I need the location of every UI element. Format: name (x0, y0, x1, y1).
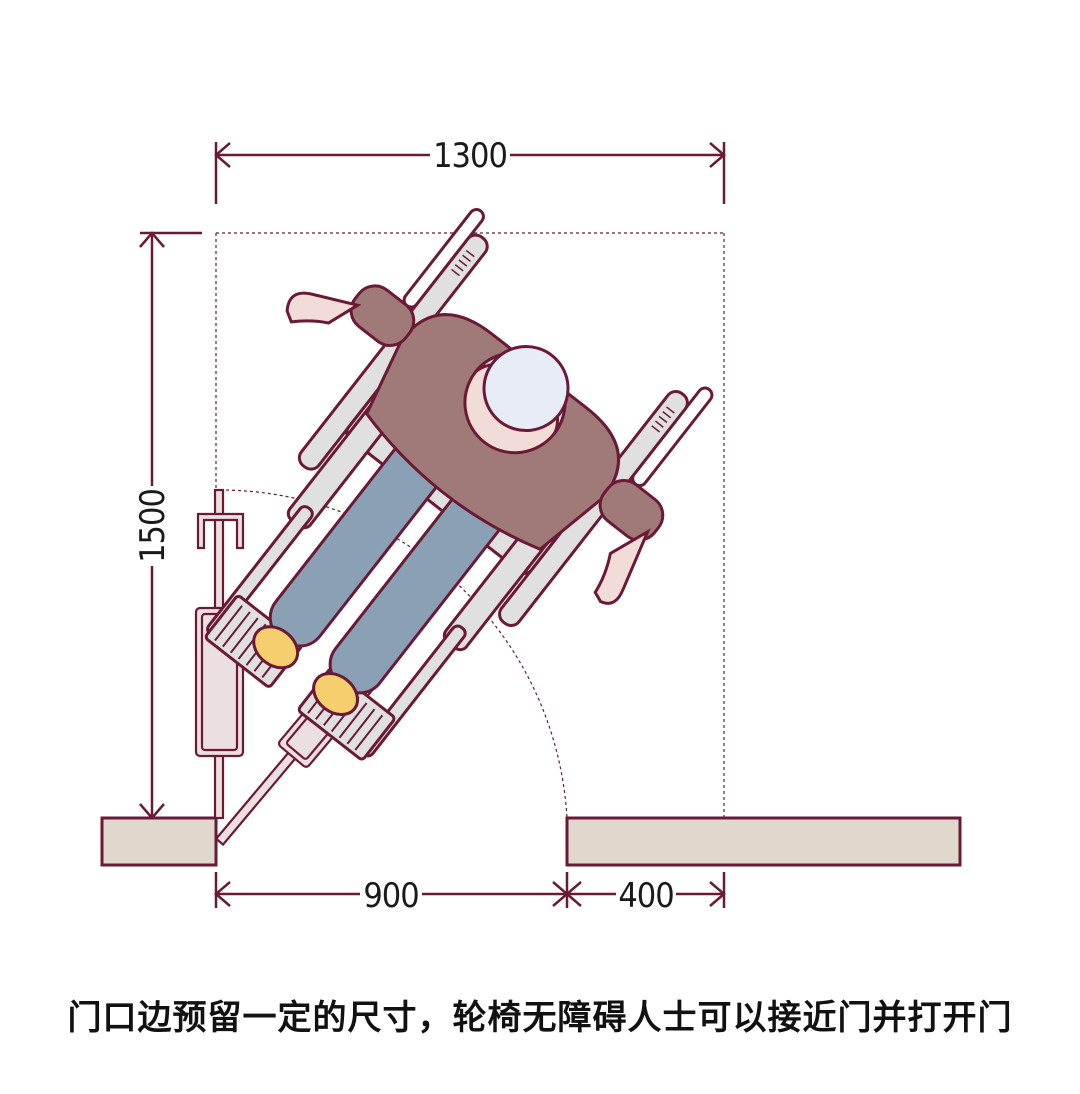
dimension-side-clearance-label: 400 (618, 876, 673, 916)
dimension-left-label: 1500 (133, 489, 173, 563)
dimension-door-opening-label: 900 (363, 876, 418, 916)
caption: 门口边预留一定的尺寸，轮椅无障碍人士可以接近门并打开门 (67, 998, 1013, 1038)
dimension-top-label: 1300 (433, 136, 507, 176)
wall-left (100, 816, 218, 867)
wall-right (565, 816, 962, 867)
wheelchair-user (204, 208, 714, 761)
dimension-top (214, 142, 726, 204)
dimension-left (139, 231, 202, 820)
person (252, 284, 665, 717)
dimension-bottom (214, 872, 726, 908)
